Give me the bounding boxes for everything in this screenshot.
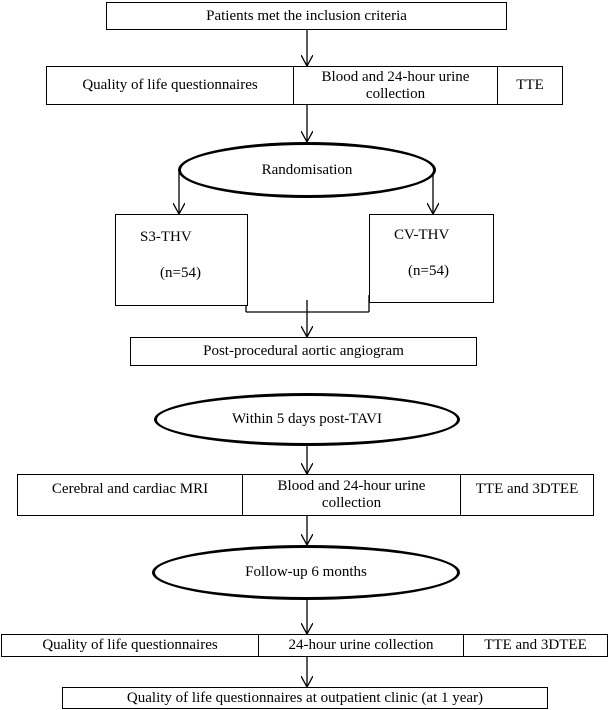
- baseline-qol-label: Quality of life questionnaires: [82, 77, 258, 93]
- arm-s3-thv-n: (n=54): [160, 265, 201, 281]
- inclusion-criteria-label: Patients met the inclusion criteria: [206, 7, 407, 24]
- follow-up-tte-cell: TTE and 3DTEE: [463, 635, 607, 656]
- inclusion-criteria-box: Patients met the inclusion criteria: [106, 2, 507, 30]
- randomisation-ellipse: Randomisation: [178, 142, 436, 198]
- follow-up-ellipse: Follow-up 6 months: [152, 545, 460, 600]
- angiogram-box: Post-procedural aortic angiogram: [130, 337, 477, 366]
- within-5-days-label: Within 5 days post-TAVI: [232, 411, 382, 427]
- baseline-qol-cell: Quality of life questionnaires: [47, 67, 293, 104]
- follow-up-urine-cell: 24-hour urine collection: [258, 635, 463, 656]
- post-tavi-tte-cell: TTE and 3DTEE: [460, 475, 593, 515]
- baseline-tte-label: TTE: [516, 77, 544, 93]
- follow-up-urine-label: 24-hour urine collection: [288, 637, 434, 653]
- baseline-assessments-row: Quality of life questionnaires Blood and…: [46, 66, 563, 105]
- post-tavi-blood-urine-cell: Blood and 24-hour urine collection: [242, 475, 460, 515]
- arm-cv-thv-name: CV-THV: [394, 227, 450, 243]
- arm-cv-thv-box: CV-THV (n=54): [369, 214, 494, 303]
- follow-up-qol-cell: Quality of life questionnaires: [2, 635, 258, 656]
- angiogram-label: Post-procedural aortic angiogram: [203, 343, 404, 359]
- post-tavi-mri-cell: Cerebral and cardiac MRI: [18, 475, 242, 515]
- final-outpatient-label: Quality of life questionnaires at outpat…: [126, 689, 484, 706]
- post-tavi-tte-label: TTE and 3DTEE: [475, 481, 579, 497]
- post-tavi-blood-urine-label: Blood and 24-hour urine collection: [277, 478, 426, 511]
- arm-s3-thv-box: S3-THV (n=54): [115, 214, 248, 306]
- follow-up-label: Follow-up 6 months: [245, 564, 367, 580]
- randomisation-label: Randomisation: [261, 161, 353, 178]
- baseline-blood-urine-label: Blood and 24-hour urine collection: [321, 68, 470, 102]
- post-tavi-assessments-row: Cerebral and cardiac MRI Blood and 24-ho…: [17, 474, 594, 516]
- within-5-days-ellipse: Within 5 days post-TAVI: [154, 393, 460, 446]
- follow-up-tte-label: TTE and 3DTEE: [484, 637, 587, 653]
- final-outpatient-box: Quality of life questionnaires at outpat…: [62, 687, 548, 709]
- post-tavi-mri-label: Cerebral and cardiac MRI: [51, 481, 209, 497]
- follow-up-assessments-row: Quality of life questionnaires 24-hour u…: [1, 634, 608, 657]
- arm-cv-thv-n: (n=54): [408, 263, 449, 279]
- baseline-tte-cell: TTE: [497, 67, 562, 104]
- baseline-blood-urine-cell: Blood and 24-hour urine collection: [293, 67, 497, 104]
- follow-up-qol-label: Quality of life questionnaires: [42, 637, 218, 653]
- arm-s3-thv-name: S3-THV: [140, 229, 192, 245]
